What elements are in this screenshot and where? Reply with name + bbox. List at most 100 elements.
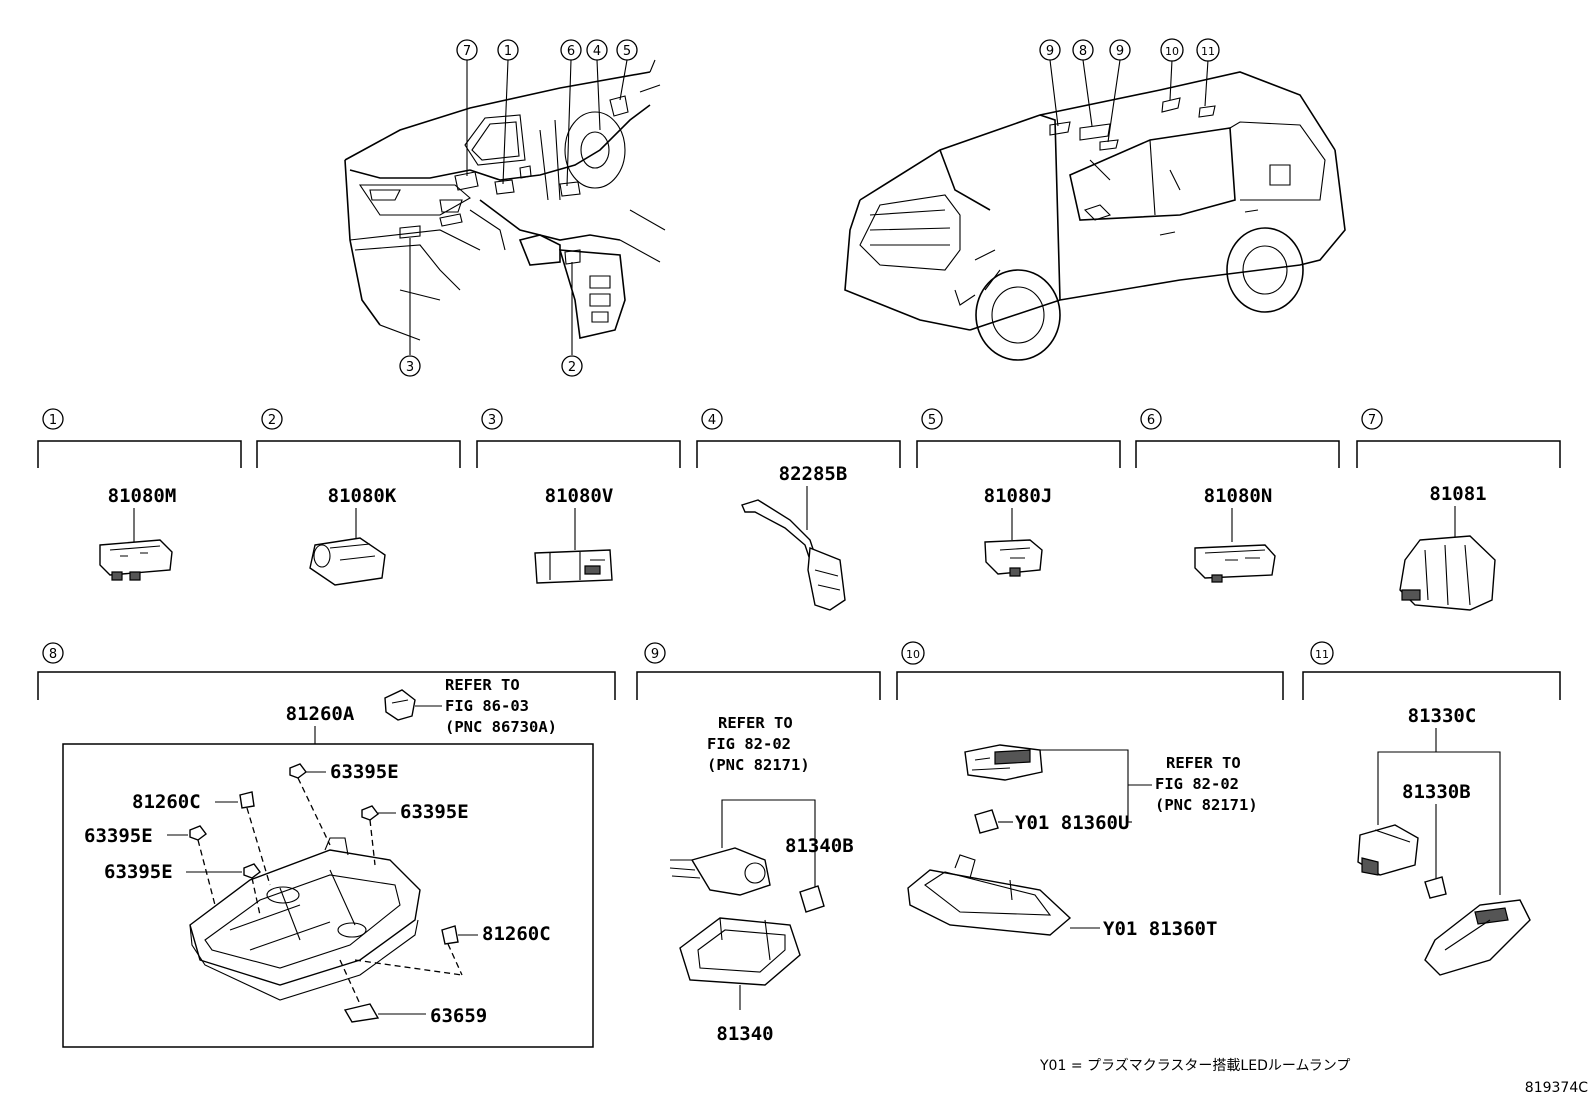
svg-text:5: 5 bbox=[623, 44, 631, 59]
callout-2-top: 2 bbox=[561, 355, 583, 377]
refer-line-1: REFER TO bbox=[445, 676, 520, 694]
part-number-81330c: 81330C bbox=[1408, 705, 1477, 727]
section-1-part: 81080M bbox=[99, 485, 177, 581]
callout-4: 4 bbox=[701, 408, 723, 430]
callout-4-top: 4 bbox=[586, 39, 608, 61]
switch-81080v-shape bbox=[534, 549, 613, 584]
switch-81080n-shape bbox=[1194, 544, 1276, 579]
bulb-81360u-shape bbox=[974, 809, 999, 834]
callout-10-top: 10 bbox=[1160, 38, 1184, 62]
callout-7: 7 bbox=[1361, 408, 1383, 430]
section-11: 81330C 81330B bbox=[1357, 705, 1531, 976]
part-number-63395e-b: 63395E bbox=[400, 801, 469, 823]
svg-text:9: 9 bbox=[651, 647, 659, 662]
part-number-y01-81360u: Y01 81360U bbox=[1015, 812, 1129, 834]
part-number-82285b: 82285B bbox=[779, 463, 848, 485]
callout-3: 3 bbox=[481, 408, 503, 430]
callout-8: 8 bbox=[42, 642, 64, 664]
svg-text:6: 6 bbox=[567, 44, 575, 59]
part-number-81260c-a: 81260C bbox=[132, 791, 201, 813]
callout-6: 6 bbox=[1140, 408, 1162, 430]
svg-text:8: 8 bbox=[49, 647, 57, 662]
part-number-81340: 81340 bbox=[716, 1023, 773, 1045]
svg-text:9: 9 bbox=[1116, 44, 1124, 59]
svg-text:7: 7 bbox=[1368, 413, 1376, 428]
room-lamp-81260a-shape bbox=[189, 849, 421, 986]
svg-text:4: 4 bbox=[593, 44, 601, 59]
refer-line-3: (PNC 82171) bbox=[707, 756, 810, 774]
part-number-81080m: 81080M bbox=[108, 485, 177, 507]
refer-line-3: (PNC 86730A) bbox=[445, 718, 557, 736]
svg-text:4: 4 bbox=[708, 413, 716, 428]
section-2-part: 81080K bbox=[309, 485, 397, 586]
section-3-part: 81080V bbox=[534, 485, 614, 584]
callout-5-top: 5 bbox=[616, 39, 638, 61]
svg-text:10: 10 bbox=[906, 648, 920, 661]
svg-text:5: 5 bbox=[928, 413, 936, 428]
part-number-81340b: 81340B bbox=[785, 835, 854, 857]
vehicle-illustration bbox=[844, 71, 1346, 361]
part-number-63395e-a: 63395E bbox=[330, 761, 399, 783]
assembly-box bbox=[62, 743, 594, 1048]
svg-text:2: 2 bbox=[268, 413, 276, 428]
part-number-81080k: 81080K bbox=[328, 485, 397, 507]
part-number-81080v: 81080V bbox=[545, 485, 614, 507]
bulb-81340b-shape bbox=[799, 885, 825, 913]
svg-text:2: 2 bbox=[568, 360, 576, 375]
callout-9b-top: 9 bbox=[1109, 39, 1131, 61]
part-number-y01-81360t: Y01 81360T bbox=[1103, 918, 1217, 940]
svg-text:6: 6 bbox=[1147, 413, 1155, 428]
section-9: REFER TO FIG 82-02 (PNC 82171) 81340B 81… bbox=[669, 714, 854, 1045]
footnote: Y01 = プラズマクラスター搭載LEDルームランプ bbox=[1039, 1058, 1350, 1074]
svg-text:3: 3 bbox=[488, 413, 496, 428]
callout-10: 10 bbox=[901, 641, 925, 665]
interior-leaders bbox=[409, 59, 628, 355]
part-number-63395e-c: 63395E bbox=[84, 825, 153, 847]
section-10: REFER TO FIG 82-02 (PNC 82171) Y01 81360… bbox=[907, 744, 1258, 940]
part-number-81080n: 81080N bbox=[1204, 485, 1273, 507]
socket-82171-shape bbox=[690, 847, 771, 896]
svg-text:1: 1 bbox=[504, 44, 512, 59]
section-7-part: 81081 bbox=[1399, 483, 1496, 611]
refer-line-2: FIG 82-02 bbox=[707, 735, 791, 753]
part-number-81260c-b: 81260C bbox=[482, 923, 551, 945]
callout-8-top: 8 bbox=[1072, 39, 1094, 61]
svg-text:9: 9 bbox=[1046, 44, 1054, 59]
switch-81081-shape bbox=[1399, 535, 1496, 611]
svg-text:3: 3 bbox=[406, 360, 414, 375]
dashboard-illustration bbox=[344, 59, 666, 341]
part-number-81260a: 81260A bbox=[286, 703, 355, 725]
refer-line-3: (PNC 82171) bbox=[1155, 796, 1258, 814]
callout-11-top: 11 bbox=[1196, 38, 1220, 62]
harness-82285b-shape bbox=[741, 499, 816, 562]
part-number-81081: 81081 bbox=[1429, 483, 1486, 505]
section-4-part: 82285B bbox=[741, 463, 848, 611]
section-8: 81260A REFER TO FIG 86-03 (PNC 86730A) 6… bbox=[62, 676, 594, 1048]
callout-1: 1 bbox=[42, 408, 64, 430]
part-number-81080j: 81080J bbox=[984, 485, 1053, 507]
switch-81080m-shape bbox=[99, 539, 173, 576]
callout-9: 9 bbox=[644, 642, 666, 664]
clip-86730a-shape bbox=[384, 689, 416, 721]
part-number-81330b: 81330B bbox=[1402, 781, 1471, 803]
refer-line-2: FIG 86-03 bbox=[445, 697, 529, 715]
callout-2: 2 bbox=[261, 408, 283, 430]
callout-9a-top: 9 bbox=[1039, 39, 1061, 61]
callout-1-top: 1 bbox=[497, 39, 519, 61]
callout-7-top: 7 bbox=[456, 39, 478, 61]
part-number-63395e-d: 63395E bbox=[104, 861, 173, 883]
refer-line-1: REFER TO bbox=[1166, 754, 1241, 772]
section-5-part: 81080J bbox=[984, 485, 1053, 577]
figure-code: 819374C bbox=[1525, 1080, 1588, 1096]
svg-text:11: 11 bbox=[1201, 45, 1215, 58]
row2-brackets: 8 9 10 11 bbox=[37, 641, 1561, 700]
exterior-leaders bbox=[1049, 59, 1209, 143]
callout-3-top: 3 bbox=[399, 355, 421, 377]
callout-5: 5 bbox=[921, 408, 943, 430]
svg-text:11: 11 bbox=[1315, 648, 1329, 661]
callout-11: 11 bbox=[1310, 641, 1334, 665]
callout-6-top: 6 bbox=[560, 39, 582, 61]
refer-line-2: FIG 82-02 bbox=[1155, 775, 1239, 793]
refer-line-1: REFER TO bbox=[718, 714, 793, 732]
